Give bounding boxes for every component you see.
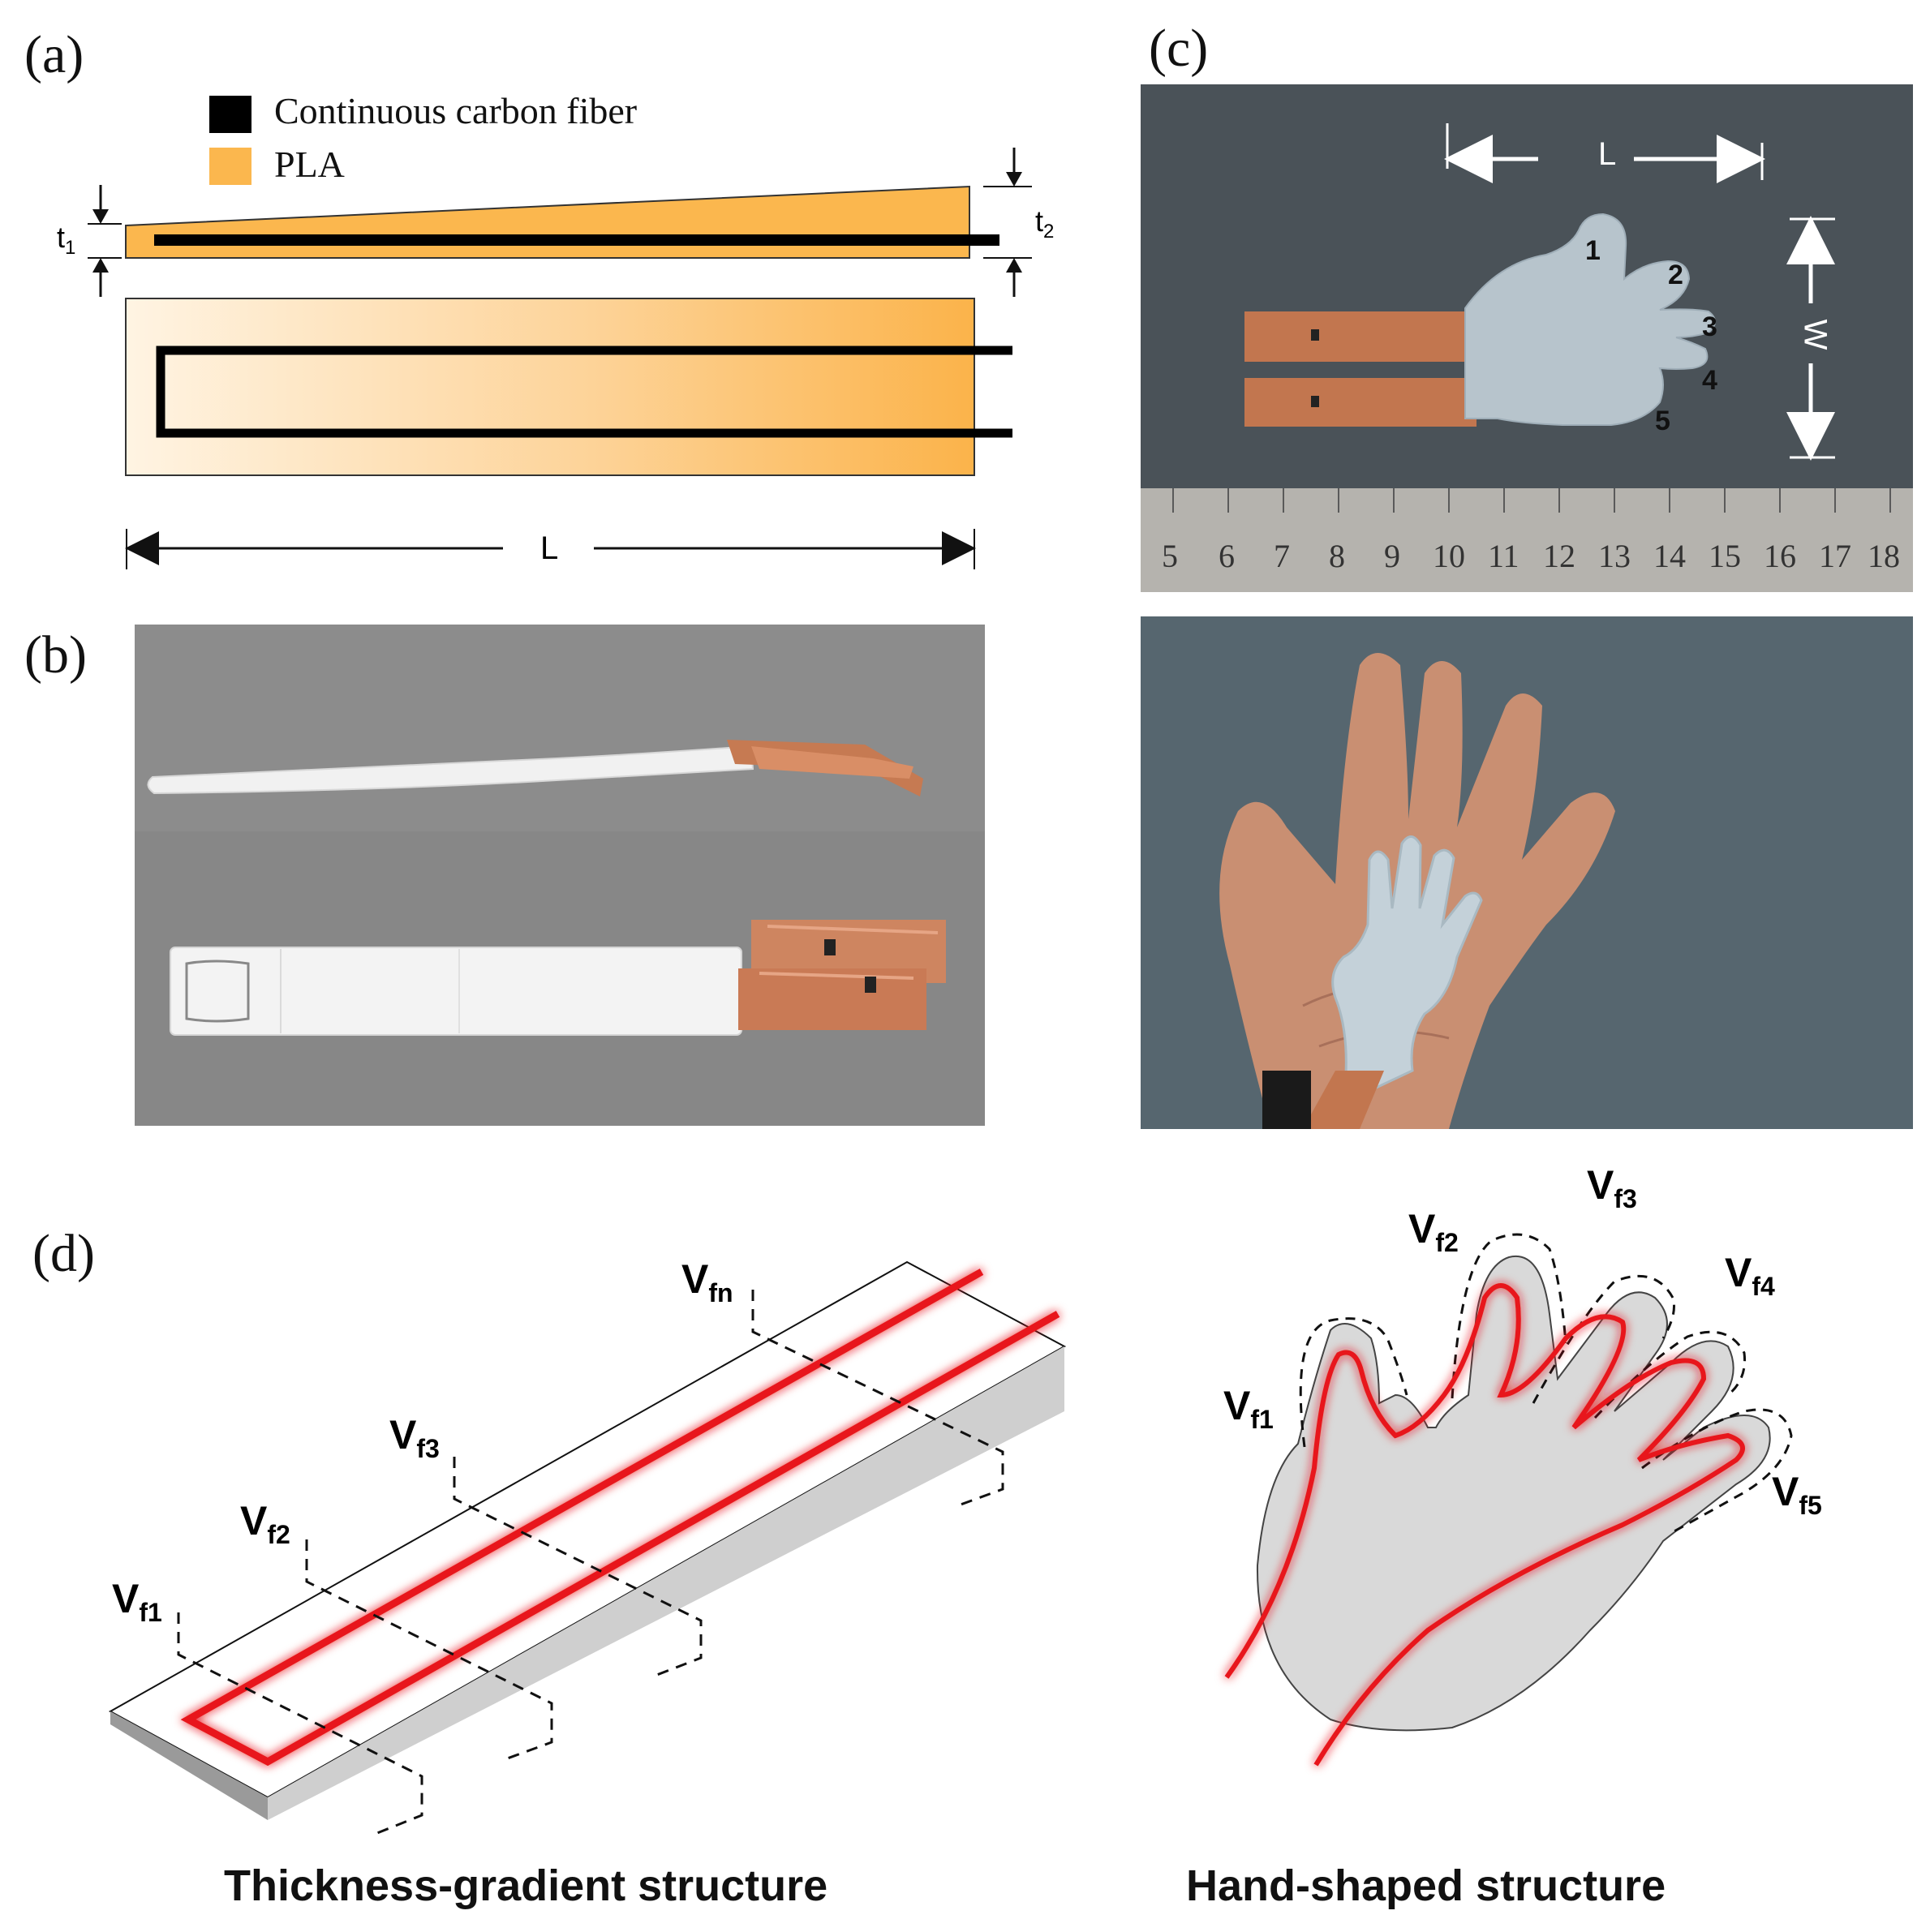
- bar-label-vfn: Vfn: [681, 1256, 733, 1308]
- finger-number-1: 1: [1585, 235, 1601, 266]
- ruler-number: 13: [1598, 538, 1631, 574]
- label-base: V: [681, 1256, 709, 1302]
- hand-red-fiber: [1224, 1283, 1745, 1767]
- t1-base: t: [57, 221, 66, 254]
- legend-label-pla: PLA: [274, 144, 345, 185]
- bar-side-face: [268, 1346, 1064, 1820]
- ruler-number: 10: [1433, 538, 1465, 574]
- hand-label-vf1: Vf1: [1223, 1382, 1274, 1435]
- hand-outline: [1256, 1255, 1771, 1732]
- t2-base: t: [1035, 204, 1044, 238]
- ruler-number: 15: [1709, 538, 1741, 574]
- label-base: V: [1725, 1250, 1752, 1295]
- label-base: V: [1408, 1206, 1436, 1252]
- panel-label-b: (b): [24, 625, 87, 685]
- panel-label-d: (d): [32, 1224, 95, 1283]
- bar-red-fiber: [180, 1269, 1060, 1767]
- label-sub: f5: [1799, 1491, 1822, 1520]
- ruler-number: 9: [1384, 538, 1400, 574]
- ruler-number: 18: [1868, 538, 1900, 574]
- hand-sample-photo-svg: [1141, 123, 1913, 592]
- ruler-number: 17: [1819, 538, 1851, 574]
- label-sub: f1: [1250, 1405, 1274, 1434]
- bar-label-vf2: Vf2: [240, 1497, 290, 1550]
- hand-on-palm-photo-svg: [1141, 616, 1913, 1129]
- top-view-plate: [125, 298, 975, 476]
- hand-label-vf4: Vf4: [1725, 1249, 1775, 1302]
- label-sub: f3: [416, 1434, 440, 1463]
- finger-number-4: 4: [1702, 365, 1717, 396]
- label-sub: f4: [1752, 1272, 1775, 1301]
- hand-on-palm-photo: [1141, 616, 1913, 1129]
- ruler-numbers: 5 6 7 8 9 10 11 12 13 14 15 16 17 18: [1160, 537, 1906, 586]
- ruler-number: 11: [1488, 538, 1519, 574]
- ruler-number: 8: [1329, 538, 1345, 574]
- hand-label-vf5: Vf5: [1772, 1468, 1822, 1521]
- ruler-number: 14: [1653, 538, 1686, 574]
- hand-label-vf3: Vf3: [1587, 1161, 1637, 1214]
- caption-hand-shaped: Hand-shaped structure: [1186, 1861, 1666, 1910]
- label-sub: f3: [1614, 1184, 1637, 1213]
- hand-silicone: [1464, 213, 1716, 426]
- length-label-a: L: [540, 530, 559, 566]
- ruler-number: 5: [1162, 538, 1178, 574]
- bar-front-face: [110, 1711, 268, 1820]
- hand-label-vf2: Vf2: [1408, 1205, 1459, 1258]
- label-base: V: [1772, 1469, 1799, 1514]
- top-view-fiber: [156, 346, 1012, 438]
- length-label-c: L: [1598, 136, 1617, 172]
- bar-section-planes: [177, 1290, 1004, 1836]
- specimen-photo: [135, 625, 985, 1126]
- finger-number-3: 3: [1702, 311, 1717, 342]
- specimen-photo-svg: [135, 625, 985, 1126]
- finger-number-5: 5: [1655, 406, 1670, 436]
- label-base: V: [112, 1576, 140, 1621]
- panel-label-c: (c): [1149, 19, 1209, 78]
- finger-number-2: 2: [1668, 260, 1683, 290]
- bar-label-vf3: Vf3: [389, 1411, 440, 1464]
- label-sub: fn: [708, 1278, 733, 1307]
- silicone-hand: [1331, 835, 1483, 1106]
- label-base: V: [240, 1498, 268, 1543]
- bar-label-vf1: Vf1: [112, 1575, 162, 1628]
- label-base: V: [1223, 1383, 1251, 1428]
- hand-section-outlines: [1299, 1233, 1793, 1535]
- panel-label-a: (a): [24, 25, 84, 84]
- t1-label: t1: [57, 221, 75, 260]
- hand-sample-photo: [1141, 84, 1913, 592]
- label-sub: f2: [267, 1520, 290, 1549]
- legend-label-fiber: Continuous carbon fiber: [274, 90, 638, 131]
- t2-sub: 2: [1043, 221, 1055, 243]
- label-sub: f1: [139, 1598, 162, 1627]
- ruler-number: 12: [1543, 538, 1575, 574]
- label-sub: f2: [1435, 1228, 1459, 1257]
- ruler-number: 6: [1219, 538, 1235, 574]
- t2-label: t2: [1035, 204, 1054, 243]
- legend-swatch-fiber: [209, 96, 251, 133]
- label-base: V: [1587, 1162, 1614, 1208]
- ruler-number: 16: [1764, 538, 1796, 574]
- legend-swatch-pla: [209, 148, 251, 185]
- caption-thickness-gradient: Thickness-gradient structure: [224, 1861, 828, 1910]
- ruler-number: 7: [1274, 538, 1290, 574]
- curved-specimen: [147, 745, 754, 795]
- t1-sub: 1: [65, 237, 76, 260]
- label-base: V: [389, 1412, 417, 1458]
